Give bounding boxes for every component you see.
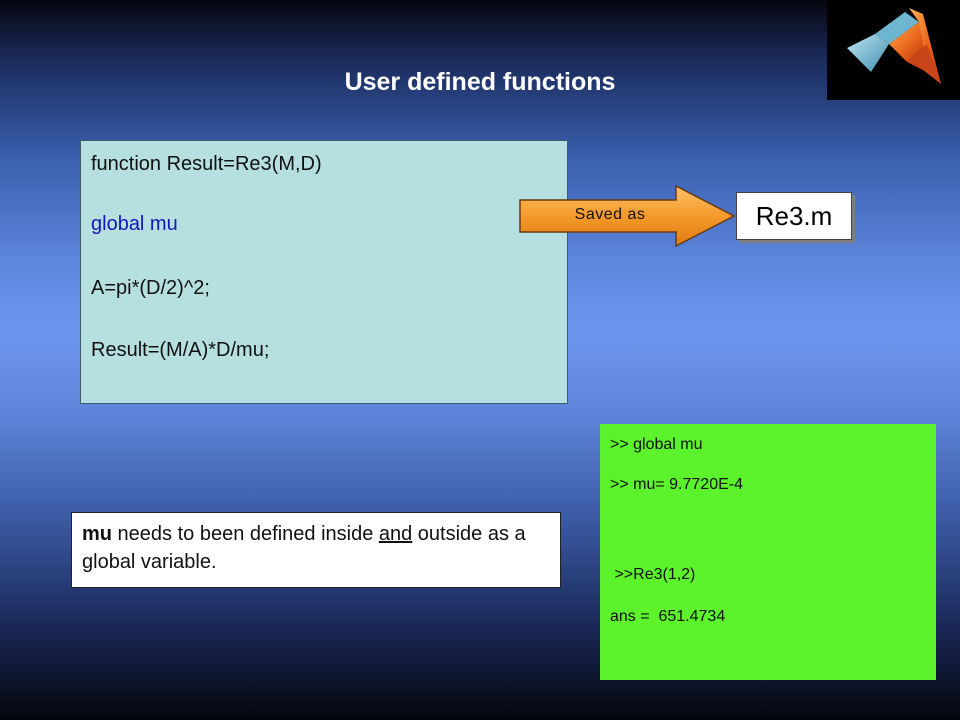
matlab-console-box: >> global mu >> mu= 9.7720E-4 >>Re3(1,2)… [600, 424, 936, 680]
note-underlined-and: and [378, 523, 413, 545]
code-line-area: A=pi*(D/2)^2; [91, 277, 210, 299]
code-line-result: Result=(M/A)*D/mu; [91, 339, 270, 361]
saved-as-arrow-icon [519, 184, 736, 248]
console-line-mu: >> mu= 9.7720E-4 [610, 476, 743, 493]
file-name-box: Re3.m [736, 192, 852, 240]
saved-as-label: Saved as [574, 206, 646, 223]
global-variable-note: mu needs to been defined inside and outs… [71, 512, 561, 588]
console-line-call: >>Re3(1,2) [610, 566, 696, 583]
note-bold-mu: mu [82, 523, 112, 545]
function-code-box: function Result=Re3(M,D) global mu A=pi*… [80, 140, 568, 404]
note-text-2: outside as a global variable. [82, 523, 526, 573]
console-line-global: >> global mu [610, 436, 703, 453]
code-line-function: function Result=Re3(M,D) [91, 153, 322, 175]
code-line-global: global mu [91, 213, 178, 235]
matlab-logo-icon [827, 0, 960, 100]
note-text-1: needs to been defined inside [112, 523, 379, 545]
console-line-ans: ans = 651.4734 [610, 608, 726, 625]
slide-title: User defined functions [344, 68, 616, 96]
